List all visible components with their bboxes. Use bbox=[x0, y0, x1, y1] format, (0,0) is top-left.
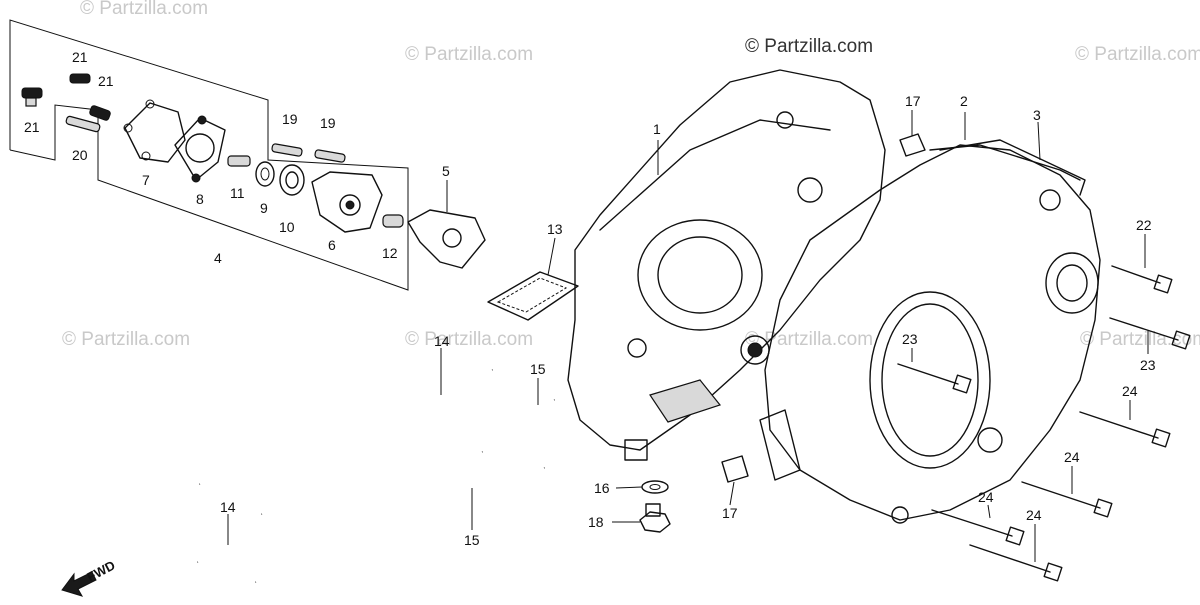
bolt-23-left bbox=[897, 363, 972, 394]
dowel-pin-17-bottom bbox=[721, 455, 749, 483]
oil-pump-cover-5 bbox=[407, 209, 486, 269]
callout-1: 1 bbox=[653, 121, 661, 137]
fwd-label: FWD bbox=[84, 558, 117, 585]
bolt-24-a bbox=[1079, 411, 1171, 448]
bolt-19-left bbox=[271, 143, 303, 157]
stud-bolt-15-top bbox=[261, 398, 555, 516]
callout-6: 6 bbox=[328, 237, 336, 253]
oil-pump-group-outline bbox=[9, 19, 409, 291]
leader-lines bbox=[227, 110, 1149, 562]
callout-3: 3 bbox=[1033, 107, 1041, 123]
watermark: © Partzilla.com bbox=[1080, 329, 1200, 350]
bolt-22 bbox=[1111, 265, 1173, 294]
callout-5: 5 bbox=[442, 163, 450, 179]
callout-21-top: 21 bbox=[72, 49, 88, 65]
bolt-23-right bbox=[1109, 317, 1191, 350]
callout-21-left: 21 bbox=[24, 119, 40, 135]
callout-20: 20 bbox=[72, 147, 88, 163]
gasket-8 bbox=[174, 115, 226, 183]
oil-seal-10 bbox=[279, 164, 305, 196]
left-crankcase-1 bbox=[567, 69, 886, 461]
bolt-24-b bbox=[1021, 481, 1113, 518]
callout-16: 16 bbox=[594, 480, 610, 496]
callout-9: 9 bbox=[260, 200, 268, 216]
callout-7: 7 bbox=[142, 172, 150, 188]
callout-15-bottom: 15 bbox=[464, 532, 480, 548]
callout-24-c: 24 bbox=[978, 489, 994, 505]
callout-23-right: 23 bbox=[1140, 357, 1156, 373]
watermark-group: © Partzilla.com © Partzilla.com © Partzi… bbox=[62, 0, 1200, 350]
dowel-pin-17-top bbox=[899, 133, 926, 157]
bolt-24-c bbox=[931, 509, 1025, 546]
watermark: © Partzilla.com bbox=[80, 0, 208, 19]
callout-8: 8 bbox=[196, 191, 204, 207]
gasket-7 bbox=[123, 99, 186, 163]
bolt-24-d bbox=[969, 544, 1063, 582]
callout-17-bottom: 17 bbox=[722, 505, 738, 521]
bolt-20 bbox=[65, 115, 101, 133]
forward-arrow-icon bbox=[61, 571, 97, 597]
callout-4: 4 bbox=[214, 250, 222, 266]
callout-12: 12 bbox=[382, 245, 398, 261]
bolt-19-right bbox=[314, 149, 346, 163]
callout-19-right: 19 bbox=[320, 115, 336, 131]
callout-19-left: 19 bbox=[282, 111, 298, 127]
stud-bolt-14-bottom bbox=[197, 450, 483, 564]
watermark: © Partzilla.com bbox=[405, 44, 533, 65]
watermark: © Partzilla.com bbox=[745, 36, 873, 57]
dowel-pin-12 bbox=[382, 214, 404, 228]
callout-22: 22 bbox=[1136, 217, 1152, 233]
drain-bolt-18 bbox=[639, 503, 671, 533]
oil-pump-body-6 bbox=[311, 171, 383, 233]
forward-arrow: FWD bbox=[61, 558, 118, 597]
callout-23-left: 23 bbox=[902, 331, 918, 347]
callout-13: 13 bbox=[547, 221, 563, 237]
watermark: © Partzilla.com bbox=[745, 329, 873, 350]
callout-18: 18 bbox=[588, 514, 604, 530]
callout-11: 11 bbox=[230, 185, 245, 201]
right-crankcase-2 bbox=[759, 139, 1101, 524]
watermark: © Partzilla.com bbox=[62, 329, 190, 350]
callout-15-top: 15 bbox=[530, 361, 546, 377]
callout-21-right: 21 bbox=[98, 73, 114, 89]
dowel-pin-11 bbox=[227, 155, 251, 167]
callout-2: 2 bbox=[960, 93, 968, 109]
callout-24-a: 24 bbox=[1122, 383, 1138, 399]
callout-17-top: 17 bbox=[905, 93, 921, 109]
bolt-21-left bbox=[21, 87, 43, 107]
callout-14-top: 14 bbox=[434, 333, 450, 349]
stud-bolt-14-top bbox=[199, 368, 493, 486]
bolt-21-top bbox=[69, 73, 91, 84]
bolt-21-right bbox=[89, 105, 111, 121]
callout-24-b: 24 bbox=[1064, 449, 1080, 465]
oil-filter-screen-13 bbox=[487, 271, 579, 321]
callout-labels: 1 2 3 4 5 6 7 8 9 10 11 12 13 14 14 15 1… bbox=[24, 49, 1156, 548]
callout-10: 10 bbox=[279, 219, 295, 235]
watermark: © Partzilla.com bbox=[1075, 44, 1200, 65]
callout-14-bottom: 14 bbox=[220, 499, 236, 515]
washer-9 bbox=[255, 161, 275, 187]
stud-bolt-15-bottom bbox=[255, 466, 545, 584]
watermark: © Partzilla.com bbox=[405, 329, 533, 350]
callout-24-d: 24 bbox=[1026, 507, 1042, 523]
sealing-washer-16 bbox=[641, 480, 669, 494]
